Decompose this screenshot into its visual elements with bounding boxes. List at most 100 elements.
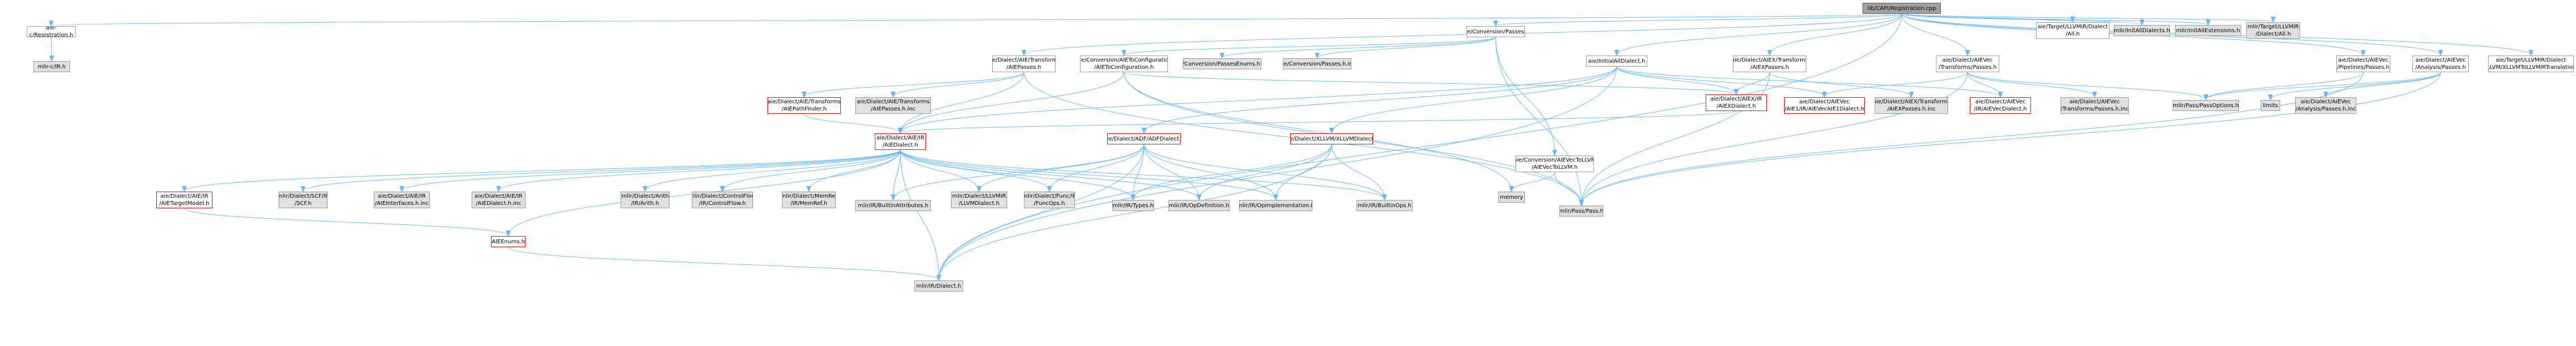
node-aievec-to-llvm[interactable]: aie/Conversion/AIEVecToLLVM /AIEVecToLLV…: [1515, 156, 1594, 172]
node-label: aie/Dialect/AIEVec /Pipelines/Passes.h: [2337, 57, 2390, 71]
node-mlir-target-all[interactable]: mlir/Target/LLVMIR /Dialect/All.h: [2246, 22, 2300, 39]
node-aievec-tr-inc[interactable]: aie/Dialect/AIEVec /Transforms/Passes.h.…: [2060, 97, 2129, 114]
node-aie-tr-passes[interactable]: aie/Dialect/AIE/Transforms /AIEPasses.h: [992, 56, 1056, 72]
node-init-dialects[interactable]: mlir/InitAllDialects.h: [2114, 25, 2170, 36]
node-controlflow[interactable]: mlir/Dialect/ControlFlow /IR/ControlFlow…: [692, 192, 753, 208]
node-scf[interactable]: mlir/Dialect/SCF/IR /SCF.h: [279, 192, 328, 208]
node-label: mlir/Pass/PassOptions.h: [2173, 102, 2239, 109]
node-aievec-tr-passes[interactable]: aie/Dialect/AIEVec /Transforms/Passes.h: [1936, 56, 1999, 72]
node-aiex-dialect[interactable]: aie/Dialect/AIEX/IR /AIEXDialect.h: [1706, 94, 1767, 111]
node-aie-dialect[interactable]: aie/Dialect/AIE/IR /AIEDialect.h: [875, 133, 926, 150]
edge-aie-dialect-to-controlflow: [722, 149, 901, 191]
node-label: aie/Dialect/AIEVec /Analysis/Passes.h.in…: [2295, 99, 2356, 112]
edge-target-model-to-aie-enums: [184, 208, 509, 235]
node-arith[interactable]: mlir/Dialect/Arith /IR/Arith.h: [621, 192, 670, 208]
edge-aievec-pipe-to-pass-h: [1582, 72, 2364, 205]
node-aie-c-reg[interactable]: aie-c/Registration.h: [27, 26, 76, 37]
edge-aie-dialect-to-builtin-attrs: [893, 149, 901, 199]
node-memory[interactable]: memory: [1498, 192, 1525, 203]
edge-root-to-aie-tr-passes: [1024, 13, 1902, 55]
node-target-llvmir-all[interactable]: aie/Target/LLVMIR/Dialect /All.h: [2036, 22, 2109, 39]
node-memref[interactable]: mlir/Dialect/MemRef /IR/MemRef.h: [782, 192, 836, 208]
node-label: mlir/Dialect/Arith /IR/Arith.h: [621, 193, 669, 207]
node-label: aie/Dialect/AIE/IR /AIEDialect.h: [876, 135, 925, 148]
node-funcops[interactable]: mlir/Dialect/Func/IR /FuncOps.h: [1024, 192, 1075, 208]
node-conv-passes-inc[interactable]: aie/Conversion/Passes.h.inc: [1283, 58, 1351, 69]
edge-aie-conv-cfg-to-aie-dialect: [900, 72, 1124, 133]
edge-aiex-dialect-to-aie-dialect: [900, 111, 1737, 133]
edge-aie-dialect-to-opimpl: [900, 149, 1276, 199]
node-init-all-dialect[interactable]: aie/InitialAllDialect.h: [1586, 56, 1647, 67]
node-label: aie/Conversion/Passes.h: [1467, 28, 1524, 35]
edge-aievec-to-llvm-to-memory: [1512, 172, 1555, 191]
node-aie-ifaces[interactable]: aie/Dialect/AIE/IR /AIEInterfaces.h.inc: [374, 192, 430, 208]
node-label: mlir/Dialect/MemRef /IR/MemRef.h: [782, 193, 836, 207]
node-label: aie/Dialect/AIE/IR /AIEInterfaces.h.inc: [375, 193, 429, 207]
edge-aievec-pipe-to-pass-options: [2206, 72, 2364, 99]
edge-adf-dialect-to-builtin-attrs: [893, 144, 1145, 199]
node-pass-options[interactable]: mlir/Pass/PassOptions.h: [2173, 100, 2239, 111]
node-aievec-aie1[interactable]: aie/Dialect/AIEVec /AIE1/IR/AIEVecAIE1Di…: [1784, 97, 1865, 114]
edge-aie-dialect-to-builtinops: [900, 149, 1385, 199]
node-aievec-analysis[interactable]: aie/Dialect/AIEVec /Analysis/Passes.h: [2412, 56, 2469, 72]
edge-root-to-aievec-tr-passes: [1901, 13, 1968, 55]
node-label: aie/Conversion/AIEToConfiguration /AIETo…: [1080, 57, 1168, 71]
node-label: mlir/Target/LLVMIR /Dialect/All.h: [2247, 24, 2299, 37]
node-mlir-c-ir[interactable]: mlir-c/IR.h: [33, 61, 70, 72]
node-mlir-dialect[interactable]: mlir/IR/Dialect.h: [914, 280, 963, 292]
node-limits[interactable]: limits: [2261, 100, 2280, 111]
node-builtin-attrs[interactable]: mlir/IR/BuiltinAttributes.h: [855, 200, 931, 211]
node-aievec-an-inc[interactable]: aie/Dialect/AIEVec /Analysis/Passes.h.in…: [2295, 97, 2356, 114]
edge-aievec-tr-passes-to-aievec-aie1: [1825, 72, 1968, 97]
edge-xllvm-dialect-to-opdef: [1199, 144, 1332, 199]
edge-root-to-init-all-dialect: [1617, 13, 1902, 55]
node-conv-enums[interactable]: aie/Conversion/PassesEnums.h.inc: [1183, 58, 1261, 69]
edge-adf-dialect-to-opimpl: [1143, 144, 1276, 199]
edge-aievec-analysis-to-limits: [2271, 72, 2441, 99]
node-aie-conv-cfg[interactable]: aie/Conversion/AIEToConfiguration /AIETo…: [1080, 56, 1168, 72]
node-aie-dialect-inc[interactable]: aie/Dialect/AIE/IR /AIEDialect.h.inc: [472, 192, 526, 208]
node-label: aie/Conversion/PassesEnums.h.inc: [1183, 61, 1261, 67]
edge-aievec-tr-passes-to-aievec-tr-inc: [1967, 72, 2095, 97]
node-pass-h[interactable]: mlir/Pass/Pass.h: [1559, 205, 1603, 217]
node-aievec-dialect[interactable]: aie/Dialect/AIEVec /IR/AIEVecDialect.h: [1970, 97, 2031, 114]
node-target-model[interactable]: aie/Dialect/AIE/IR /AIETargetModel.h: [156, 192, 212, 208]
node-builtinops[interactable]: mlir/IR/BuiltinOps.h: [1356, 200, 1413, 211]
node-pathfinder[interactable]: aie/Dialect/AIE/Transforms /AIEPathFinde…: [767, 97, 841, 114]
node-root[interactable]: lib/CAPI/Registration.cpp: [1862, 3, 1941, 14]
node-label: aie/Dialect/AIEVec /Transforms/Passes.h: [1938, 57, 1997, 71]
node-types[interactable]: mlir/IR/Types.h: [1112, 200, 1154, 211]
edge-aie-conv-cfg-to-aiex-dialect: [1123, 72, 1736, 94]
edge-aievec-analysis-to-pass-h: [1582, 72, 2441, 205]
node-xllvm-dialect[interactable]: aie/Dialect/XLLVM/XLLVMDialect.h: [1290, 133, 1373, 144]
edge-init-all-dialect-to-aiex-dialect: [1616, 66, 1736, 94]
node-adf-dialect[interactable]: aie/Dialect/ADF/ADFDialect.h: [1107, 133, 1181, 144]
node-label: aie/Dialect/AIEVec /AIE1/IR/AIEVecAIE1Di…: [1784, 99, 1865, 112]
node-init-ext[interactable]: mlir/InitAllExtensions.h: [2175, 25, 2241, 36]
node-aiex-tr-passes[interactable]: aie/Dialect/AIEX/Transforms /AIEXPasses.…: [1733, 56, 1806, 72]
node-label: mlir/IR/BuiltinOps.h: [1358, 202, 1411, 209]
edge-aie-dialect-to-memref: [809, 149, 901, 191]
node-label: mlir/IR/BuiltinAttributes.h: [858, 202, 929, 209]
node-aievec-pipe[interactable]: aie/Dialect/AIEVec /Pipelines/Passes.h: [2336, 56, 2390, 72]
edge-aie-c-reg-to-mlir-c-ir: [51, 37, 52, 61]
node-aiex-passes-inc[interactable]: aie/Dialect/AIEX/Transforms /AIEXPasses.…: [1875, 97, 1948, 114]
node-label: aie/Dialect/XLLVM/XLLVMDialect.h: [1291, 136, 1373, 142]
node-label: aie/Dialect/AIE/Transforms /AIEPathFinde…: [767, 99, 841, 112]
node-aie-conv-passes[interactable]: aie/Conversion/Passes.h: [1467, 26, 1525, 37]
edge-init-all-dialect-to-aie-dialect: [900, 66, 1617, 133]
node-llvm-dialect[interactable]: mlir/Dialect/LLVMIR /LLVMDialect.h: [951, 192, 1007, 208]
node-label: aie/Dialect/AIE/Transforms /AIEPasses.h: [992, 57, 1055, 71]
node-target-xllvm[interactable]: aie/Target/LLVMIR/Dialect /XLLVM/XLLVMTo…: [2488, 56, 2574, 72]
node-label: aie/Dialect/AIEX/IR /AIEXDialect.h: [1710, 96, 1762, 109]
edge-root-to-aievec-analysis: [1901, 13, 2441, 55]
node-opimpl[interactable]: mlir/IR/OpImplementation.h: [1239, 200, 1312, 211]
edge-aievec-tr-passes-to-pass-h: [1582, 72, 1968, 205]
node-opdef[interactable]: mlir/IR/OpDefinition.h: [1168, 200, 1230, 211]
node-label: aie/Dialect/AIEVec /Analysis/Passes.h: [2415, 57, 2466, 71]
node-label: aie/Dialect/AIE/IR /AIETargetModel.h: [159, 193, 210, 207]
node-aie-passes-inc[interactable]: aie/Dialect/AIE/Transforms /AIEPasses.h.…: [855, 97, 931, 114]
edge-aievec-analysis-to-aievec-an-inc: [2326, 72, 2441, 97]
edge-init-all-dialect-to-adf-dialect: [1144, 66, 1617, 133]
node-aie-enums[interactable]: AIEEnums.h: [491, 236, 526, 247]
